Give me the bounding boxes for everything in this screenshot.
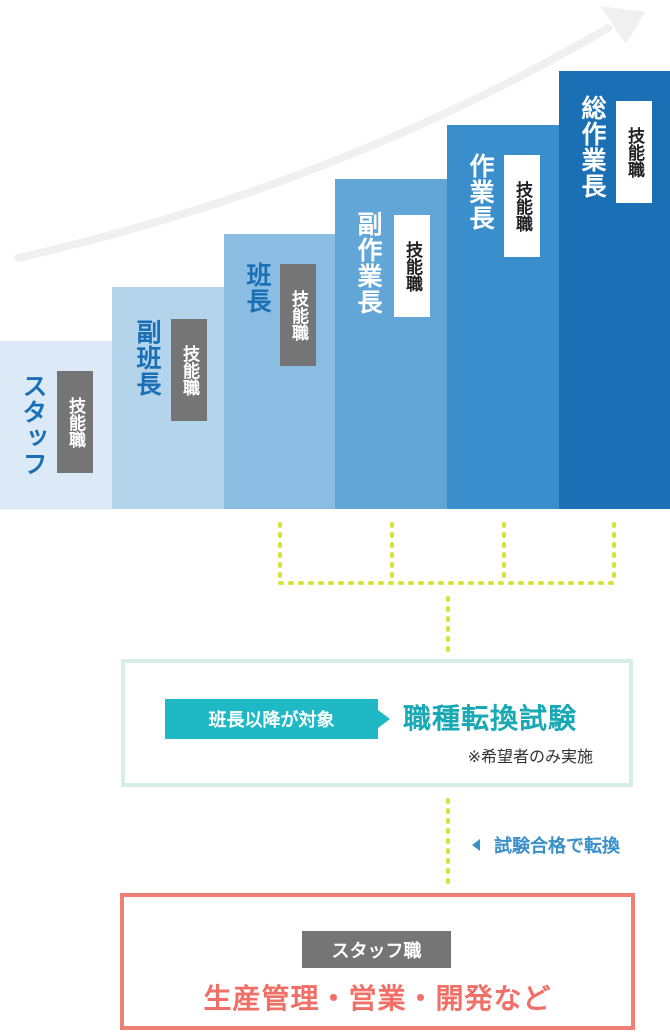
skill-badge: 技能職 [57,371,93,473]
step-leader: 班長技能職 [224,234,335,509]
step-title: スタッフ [19,373,48,477]
step-title: 副作業長 [354,211,383,315]
step-title: 総作業長 [578,95,607,199]
skill-badge: 技能職 [504,155,540,257]
step-chief-foreman: 総作業長技能職 [559,71,670,509]
skill-badge: 技能職 [171,319,207,421]
step-title: 作業長 [466,153,495,231]
step-title: 副班長 [133,319,162,397]
step-foreman: 作業長技能職 [447,125,559,509]
step-vice-foreman: 副作業長技能職 [335,179,447,509]
step-vice-leader: 副班長技能職 [112,287,224,509]
step-title: 班長 [243,262,272,314]
staff-title: 生産管理・営業・開発など [203,982,552,1015]
exam-note: ※希望者のみ実施 [467,747,593,766]
staff-box: スタッフ職 生産管理・営業・開発など [120,893,635,1030]
staff-tag: スタッフ職 [302,931,451,968]
exam-title: 職種転換試験 [403,702,578,735]
exam-box: 班長以降が対象 職種転換試験 ※希望者のみ実施 [121,659,633,787]
exam-target-tag: 班長以降が対象 [165,699,378,739]
growth-arrow [14,6,645,262]
step-staff: スタッフ技能職 [0,341,112,509]
connector-dots [278,522,616,884]
tag-arrow-icon [378,710,390,728]
pass-note-label: 試験合格で転換 [494,836,620,857]
skill-badge: 技能職 [616,101,652,203]
skill-badge: 技能職 [394,215,430,317]
triangle-left-icon [472,839,480,851]
skill-badge: 技能職 [280,264,316,366]
pass-note: 試験合格で転換 [472,832,620,858]
